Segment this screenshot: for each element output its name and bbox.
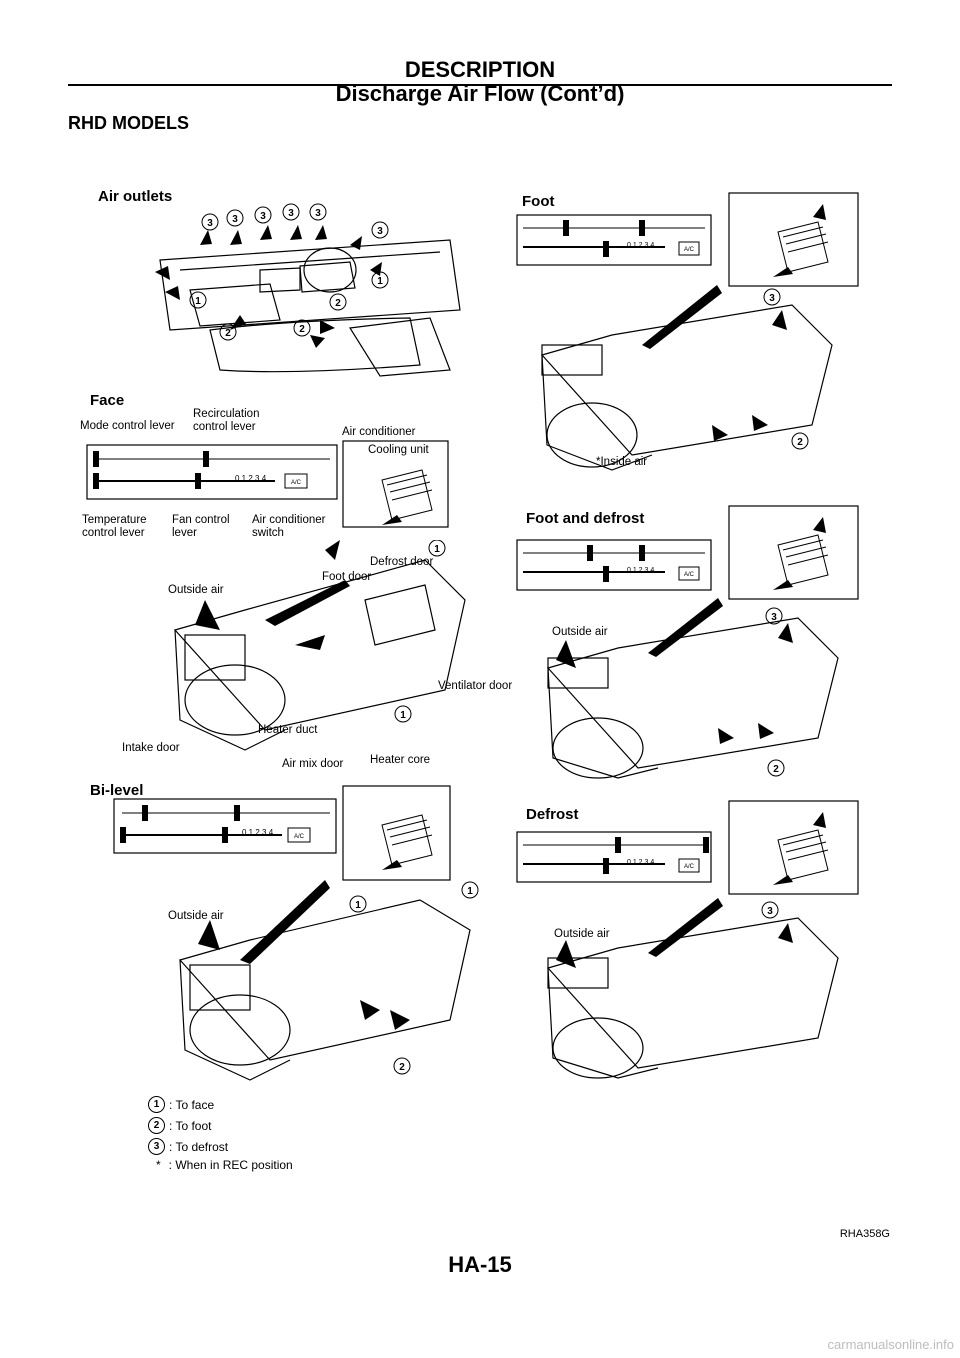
label-air-mix-door: Air mix door bbox=[282, 758, 344, 770]
page-subtitle: Discharge Air Flow (Cont’d) bbox=[335, 81, 625, 106]
legend-item: 3: To defrost bbox=[148, 1138, 228, 1155]
foot-defrost-duct-diagram: 3 2 bbox=[546, 598, 839, 779]
bilevel-cooling-unit bbox=[342, 785, 451, 881]
label-intake-door: Intake door bbox=[122, 742, 180, 754]
svg-text:1: 1 bbox=[400, 710, 406, 721]
defrost-cooling-unit bbox=[728, 800, 859, 895]
page-title: DESCRIPTION bbox=[404, 57, 556, 82]
page-number: HA-15 bbox=[448, 1252, 512, 1277]
foot-defrost-outside-air: Outside air bbox=[552, 626, 608, 638]
outlet-num: 2 bbox=[299, 324, 305, 335]
defrost-outside-air: Outside air bbox=[554, 928, 610, 940]
svg-text:0 1 2 3 4: 0 1 2 3 4 bbox=[627, 859, 654, 866]
svg-text:1: 1 bbox=[434, 544, 440, 555]
air-outlets-title: Air outlets bbox=[98, 188, 173, 205]
foot-duct-diagram: 3 2 bbox=[540, 285, 833, 471]
svg-text:A/C: A/C bbox=[294, 834, 305, 840]
face-title: Face bbox=[90, 392, 125, 409]
svg-text:0 1 2 3 4: 0 1 2 3 4 bbox=[235, 474, 267, 483]
outlet-num: 3 bbox=[377, 226, 383, 237]
svg-text:0 1 2 3 4: 0 1 2 3 4 bbox=[627, 242, 654, 249]
svg-text:A/C: A/C bbox=[684, 247, 695, 253]
label-temperature: Temperature control lever bbox=[82, 514, 147, 539]
label-heater-core: Heater core bbox=[370, 754, 431, 766]
foot-defrost-control-panel: A/C 0 1 2 3 4 bbox=[516, 539, 712, 591]
outlet-num: 3 bbox=[260, 211, 266, 222]
figure-code: RHA358G bbox=[839, 1228, 890, 1240]
label-defrost-door: Defrost door bbox=[370, 556, 434, 568]
label-cooling-unit: Cooling unit bbox=[368, 444, 429, 456]
svg-text:2: 2 bbox=[797, 437, 803, 448]
bilevel-control-panel: A/C 0 1 2 3 4 bbox=[113, 798, 337, 854]
defrost-title: Defrost bbox=[526, 806, 579, 823]
label-ac-switch: Air conditioner switch bbox=[252, 514, 326, 539]
svg-text:A/C: A/C bbox=[684, 864, 695, 870]
outlet-num: 3 bbox=[288, 208, 294, 219]
defrost-control-panel: A/C 0 1 2 3 4 bbox=[516, 831, 712, 883]
svg-text:0 1 2 3 4: 0 1 2 3 4 bbox=[242, 828, 274, 837]
foot-cooling-unit bbox=[728, 192, 859, 287]
face-control-panel: A/C 0 1 2 3 4 bbox=[86, 444, 338, 500]
bilevel-title: Bi-level bbox=[90, 782, 144, 799]
legend-item: *: When in REC position bbox=[156, 1158, 293, 1172]
svg-text:3: 3 bbox=[767, 906, 773, 917]
label-foot-door: Foot door bbox=[322, 571, 372, 583]
outlet-num: 1 bbox=[377, 276, 383, 287]
label-ventilator-door: Ventilator door bbox=[438, 680, 513, 692]
svg-text:3: 3 bbox=[769, 293, 775, 304]
outlet-num: 3 bbox=[315, 208, 321, 219]
svg-text:2: 2 bbox=[399, 1062, 405, 1073]
svg-text:2: 2 bbox=[773, 764, 779, 775]
label-outside-air: Outside air bbox=[168, 584, 224, 596]
header-rule bbox=[68, 84, 892, 86]
foot-defrost-title: Foot and defrost bbox=[526, 510, 645, 527]
outlet-num: 1 bbox=[195, 296, 201, 307]
svg-text:A/C: A/C bbox=[291, 480, 302, 486]
label-air-conditioner: Air conditioner bbox=[342, 426, 416, 438]
label-fan-control: Fan control lever bbox=[172, 514, 230, 539]
face-duct-diagram: 1 1 bbox=[173, 540, 466, 751]
outlet-num: 2 bbox=[225, 328, 231, 339]
outlet-num: 3 bbox=[232, 214, 238, 225]
label-recirculation: Recirculation control lever bbox=[193, 408, 260, 433]
svg-text:1: 1 bbox=[355, 900, 361, 911]
legend-item: 2: To foot bbox=[148, 1117, 211, 1134]
foot-defrost-cooling-unit bbox=[728, 505, 859, 600]
svg-text:3: 3 bbox=[771, 612, 777, 623]
outlet-num: 3 bbox=[207, 218, 213, 229]
bilevel-duct-diagram: 1 1 2 bbox=[178, 880, 479, 1081]
defrost-duct-diagram: 3 bbox=[546, 898, 839, 1079]
foot-title: Foot bbox=[522, 193, 555, 210]
label-mode-control: Mode control lever bbox=[80, 420, 175, 432]
foot-inside-air: *Inside air bbox=[596, 456, 648, 468]
label-heater-duct: Heater duct bbox=[258, 724, 318, 736]
watermark: carmanualsonline.info bbox=[827, 1337, 954, 1352]
svg-text:A/C: A/C bbox=[684, 572, 695, 578]
foot-control-panel: A/C 0 1 2 3 4 bbox=[516, 214, 712, 266]
legend-item: 1: To face bbox=[148, 1096, 214, 1113]
face-cooling-unit bbox=[342, 440, 449, 528]
svg-text:1: 1 bbox=[467, 886, 473, 897]
air-outlets-diagram: 3 3 3 3 3 3 1 1 2 2 2 bbox=[155, 203, 461, 377]
outlet-num: 2 bbox=[335, 298, 341, 309]
bilevel-outside-air: Outside air bbox=[168, 910, 224, 922]
section-title: RHD MODELS bbox=[68, 113, 189, 133]
svg-text:0 1 2 3 4: 0 1 2 3 4 bbox=[627, 567, 654, 574]
